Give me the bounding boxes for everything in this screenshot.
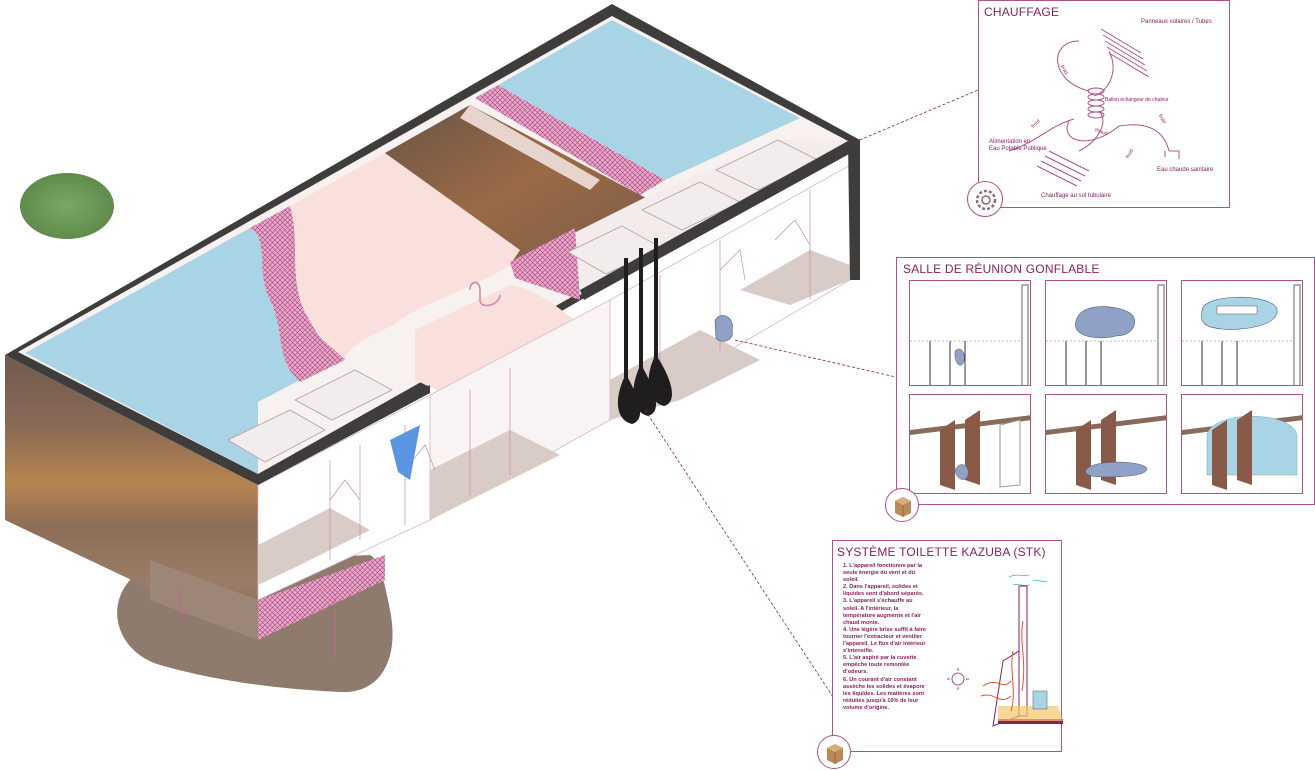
toilet-panel: SYSTÈME TOILETTE KAZUBA (STK) 1. L'appar…: [817, 540, 1063, 769]
meeting-room-panel: SALLE DE RÉUNION GONFLABLE: [885, 257, 1315, 522]
soil-front: [5, 355, 258, 640]
plan-step-2: [1045, 280, 1167, 386]
heating-panel: CHAUFFAGE Panneaux: [967, 0, 1230, 217]
heat-exchanger-coil-icon: [1087, 87, 1105, 119]
plan-step-1: [909, 280, 1031, 386]
toilet-step: 5. L'air aspiré par la cuvette empêche t…: [843, 655, 917, 676]
skylights: [227, 139, 819, 463]
toilet-title: SYSTÈME TOILETTE KAZUBA (STK): [837, 545, 1046, 559]
label-solar-panels: Panneaux solaires / Tubes: [1141, 19, 1212, 25]
heating-title: CHAUFFAGE: [984, 5, 1060, 19]
label-water-supply: Alimentation en Eau Potable Publique: [989, 139, 1047, 152]
label-floor-heating: Chauffage au sol tubulaire: [1041, 193, 1111, 199]
toilet-step: 2. Dans l'appareil, solides et liquides …: [843, 584, 924, 598]
faucet-icon: [1164, 150, 1180, 159]
section-step-3: [1181, 394, 1303, 494]
label-hot-water: Eau chaude sanitaire: [1157, 167, 1214, 173]
heating-diagram: [1008, 28, 1180, 187]
box-icon: [817, 735, 851, 769]
label-heat-exchanger: Ballon échangeur de chaleur: [1105, 97, 1169, 103]
pool-left: [25, 228, 300, 474]
toilet-diagram: [947, 574, 1063, 727]
floor-heating-icon: [1036, 150, 1090, 187]
section-step-1: [909, 394, 1031, 494]
box-icon: [885, 488, 919, 522]
pool-right: [498, 20, 800, 180]
toilet-steps-list: 1. L'appareil fonctionne par la seule én…: [843, 563, 929, 712]
wind-icon: [1008, 574, 1048, 586]
sun-icon: [947, 668, 969, 690]
meeting-title: SALLE DE RÉUNION GONFLABLE: [903, 262, 1100, 276]
grass-patch: [20, 173, 114, 239]
toilet-step: 1. L'appareil fonctionne par la seule én…: [843, 563, 923, 584]
gear-icon: [967, 181, 1003, 217]
toilet-step: 6. Un courant d'air constant assèche les…: [843, 676, 925, 711]
toilet-step: 4. Une légère brise suffit à faire tourn…: [843, 626, 927, 655]
solar-panel-icon: [1100, 28, 1150, 78]
plan-step-3: [1181, 280, 1303, 386]
section-step-2: [1045, 394, 1167, 494]
ventilation-chimneys: [617, 238, 672, 424]
toilet-step: 3. L'appareil s'échauffe au soleil. A l'…: [843, 598, 922, 626]
